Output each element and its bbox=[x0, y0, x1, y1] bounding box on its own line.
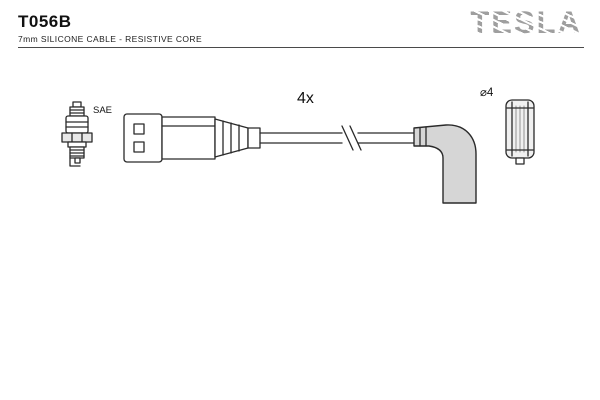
angled-plug-boot bbox=[413, 124, 477, 204]
spark-plug-icon bbox=[61, 101, 93, 167]
part-number: T056B bbox=[18, 12, 72, 31]
sae-label: SAE bbox=[93, 105, 112, 116]
quantity-label: 4x bbox=[297, 90, 314, 107]
header-divider bbox=[18, 47, 584, 48]
coil-connector bbox=[123, 113, 261, 163]
diameter-label: ⌀4 bbox=[480, 87, 494, 99]
cable bbox=[259, 125, 415, 151]
terminal-cap bbox=[505, 99, 535, 165]
cable-break-icon bbox=[341, 125, 362, 151]
cable-description: 7mm SILICONE CABLE - RESISTIVE CORE bbox=[18, 34, 203, 44]
